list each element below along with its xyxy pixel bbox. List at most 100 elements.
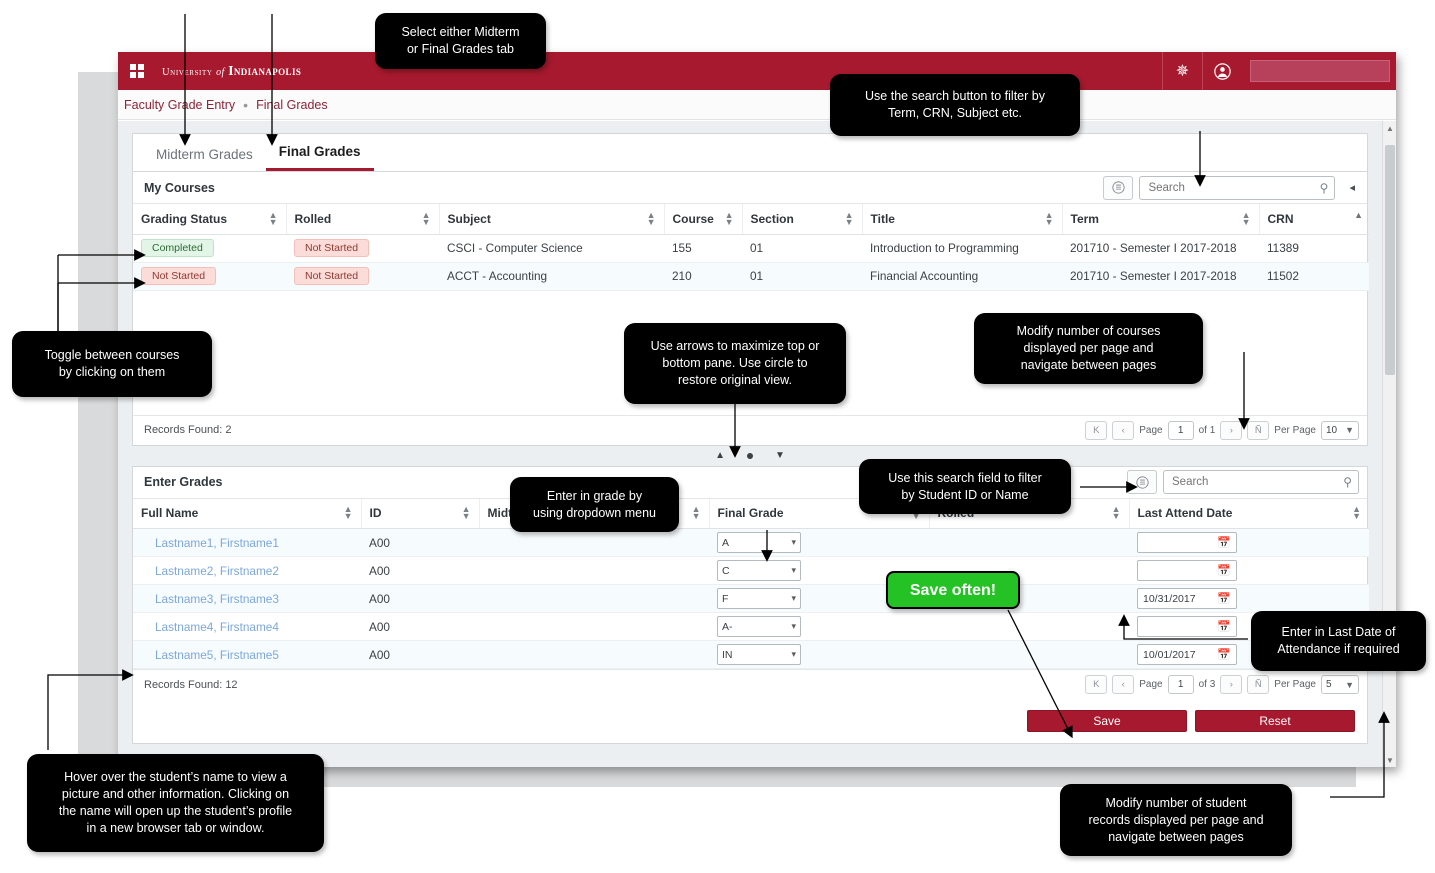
sort-icon[interactable]: ▲▼	[1241, 209, 1251, 227]
vertical-scrollbar[interactable]: ▲ ▼	[1382, 121, 1396, 767]
calendar-icon[interactable]: 📅	[1217, 537, 1231, 549]
column-header-term[interactable]: Term▲▼	[1062, 204, 1260, 235]
sort-icon[interactable]: ▲▼	[461, 504, 471, 522]
student-name-link[interactable]: Lastname5, Firstname5	[155, 647, 279, 662]
tab-midterm-grades[interactable]: Midterm Grades	[156, 147, 253, 162]
calendar-icon[interactable]: 📅	[1217, 565, 1231, 577]
final-grade-select[interactable]: A-▾	[717, 616, 801, 637]
export-icon[interactable]	[1127, 470, 1157, 494]
column-header-section[interactable]: Section ▲▼	[742, 204, 863, 235]
column-header-title[interactable]: Title ▲▼	[862, 204, 1063, 235]
chevron-down-icon: ▾	[791, 537, 796, 547]
calendar-icon[interactable]: 📅	[1217, 621, 1231, 633]
last-attend-date-input[interactable]: 📅	[1137, 560, 1237, 581]
courses-tools: ⚲ ◂	[1103, 175, 1359, 200]
triangle-down-icon[interactable]: ▼	[775, 450, 785, 461]
column-header-subject[interactable]: Subject▲▼	[439, 204, 665, 235]
sort-icon[interactable]: ▲▼	[1111, 504, 1121, 522]
last-page-button[interactable]: Ñ	[1247, 420, 1270, 440]
cell-course: 210	[664, 262, 742, 291]
calendar-icon[interactable]: 📅	[1217, 649, 1231, 661]
export-icon[interactable]	[1103, 175, 1134, 200]
tab-final-grades[interactable]: Final Grades	[265, 136, 374, 171]
table-row[interactable]: Lastname5, Firstname5 A00 IN▾ 10/01/2017…	[133, 640, 1369, 669]
table-row[interactable]: Completed Not Started CSCI - Computer Sc…	[133, 234, 1369, 263]
column-header-rolled[interactable]: Rolled▲▼	[286, 204, 440, 235]
per-page-select[interactable]: 5 ▼	[1321, 675, 1359, 694]
triangle-up-icon[interactable]: ▲	[715, 450, 725, 461]
gear-icon[interactable]: ✵	[1162, 52, 1202, 90]
breadcrumb-root[interactable]: Faculty Grade Entry	[124, 97, 236, 112]
next-page-button[interactable]: ›	[1220, 420, 1243, 440]
table-row[interactable]: Lastname4, Firstname4 A00 A-▾ 📅	[133, 612, 1369, 641]
cell-rolled: Not Started	[286, 234, 439, 263]
sort-icon[interactable]: ▲▼	[268, 209, 278, 227]
grades-search-input[interactable]	[1170, 475, 1344, 489]
save-button[interactable]: Save	[1027, 710, 1187, 732]
search-icon[interactable]: ⚲	[1319, 180, 1329, 195]
last-attend-date-input[interactable]: 📅	[1137, 532, 1237, 553]
per-page-select[interactable]: 10 ▼	[1321, 420, 1359, 440]
sort-icon[interactable]: ▲▼	[343, 504, 353, 522]
callout-courses-paging-note: Modify number of courses displayed per p…	[974, 313, 1203, 384]
last-attend-date-input[interactable]: 10/31/2017📅	[1137, 588, 1237, 609]
search-icon[interactable]: ⚲	[1343, 475, 1352, 489]
sort-icon[interactable]: ▲▼	[691, 504, 701, 522]
column-header-course[interactable]: Course▲▼	[664, 204, 743, 235]
table-row[interactable]: Lastname2, Firstname2 A00 C▾ 📅	[133, 556, 1369, 585]
column-header-id[interactable]: ID▲▼	[361, 498, 480, 529]
scroll-up-arrow-icon[interactable]: ▲	[1386, 123, 1394, 133]
circle-restore-icon[interactable]	[747, 452, 753, 459]
grades-search-box[interactable]: ⚲	[1163, 470, 1359, 494]
next-page-button[interactable]: ›	[1220, 675, 1243, 694]
page-number-input[interactable]: 1	[1167, 420, 1194, 440]
cell-term: 201710 - Semester I 2017-2018	[1062, 234, 1259, 263]
table-row[interactable]: Not Started Not Started ACCT - Accountin…	[133, 262, 1369, 291]
brand-small-text: University	[162, 67, 213, 78]
table-row[interactable]: Lastname1, Firstname1 A00 A▾ 📅	[133, 528, 1369, 557]
scrollbar-thumb[interactable]	[1385, 145, 1395, 375]
last-attend-date-input[interactable]: 10/01/2017 📅	[1137, 644, 1237, 665]
grades-section-header: Enter Grades ⚲	[133, 467, 1367, 499]
student-name-link[interactable]: Lastname4, Firstname4	[155, 619, 279, 634]
column-header-grading-status[interactable]: Grading Status▲▼	[133, 204, 287, 235]
final-grade-select[interactable]: C▾	[717, 560, 801, 581]
last-page-button[interactable]: Ñ	[1247, 675, 1270, 694]
student-name-link[interactable]: Lastname2, Firstname2	[155, 563, 279, 578]
sort-icon[interactable]: ▲▼	[724, 209, 734, 227]
page-number-input[interactable]: 1	[1167, 675, 1194, 694]
column-header-full-name[interactable]: Full Name▲▼	[133, 498, 362, 529]
last-attend-date-value: 10/01/2017	[1143, 648, 1196, 661]
grid-menu-icon[interactable]	[130, 64, 144, 78]
first-page-button[interactable]: K	[1085, 420, 1108, 440]
per-page-label: Per Page	[1274, 424, 1316, 436]
header-search-field[interactable]	[1250, 60, 1390, 82]
column-header-last-attend-date[interactable]: Last Attend Date▲▼	[1129, 498, 1369, 529]
calendar-icon[interactable]: 📅	[1217, 593, 1231, 605]
table-row[interactable]: Lastname3, Firstname3 A00 F▾ 10/31/2017📅	[133, 584, 1369, 613]
courses-search-input[interactable]	[1146, 180, 1320, 195]
student-name-link[interactable]: Lastname3, Firstname3	[155, 591, 279, 606]
final-grade-select[interactable]: F▾	[717, 588, 801, 609]
column-header-crn[interactable]: CRN	[1259, 204, 1369, 235]
sort-icon[interactable]: ▲▼	[421, 209, 431, 227]
sort-icon[interactable]: ▲▼	[646, 209, 656, 227]
user-avatar-icon[interactable]	[1202, 52, 1242, 90]
student-name-link[interactable]: Lastname1, Firstname1	[155, 535, 279, 550]
sort-icon[interactable]: ▲▼	[844, 209, 854, 227]
first-page-button[interactable]: K	[1085, 675, 1108, 694]
final-grade-select[interactable]: A▾	[717, 532, 801, 553]
final-grade-select[interactable]: IN▾	[717, 644, 801, 665]
sort-icon[interactable]: ▲▼	[1044, 209, 1054, 227]
prev-page-button[interactable]: ‹	[1112, 420, 1135, 440]
courses-search-box[interactable]: ⚲	[1139, 175, 1336, 200]
col-label: Title	[870, 211, 895, 226]
collapse-left-icon[interactable]: ◂	[1349, 182, 1355, 194]
prev-page-button[interactable]: ‹	[1112, 675, 1135, 694]
last-attend-date-input[interactable]: 📅	[1137, 616, 1237, 637]
reset-button[interactable]: Reset	[1195, 710, 1355, 732]
sort-icon[interactable]: ▲▼	[1352, 504, 1361, 522]
scroll-down-arrow-icon[interactable]: ▼	[1386, 755, 1394, 765]
chevron-down-icon: ▾	[791, 649, 796, 659]
col-label: Section	[750, 211, 794, 226]
